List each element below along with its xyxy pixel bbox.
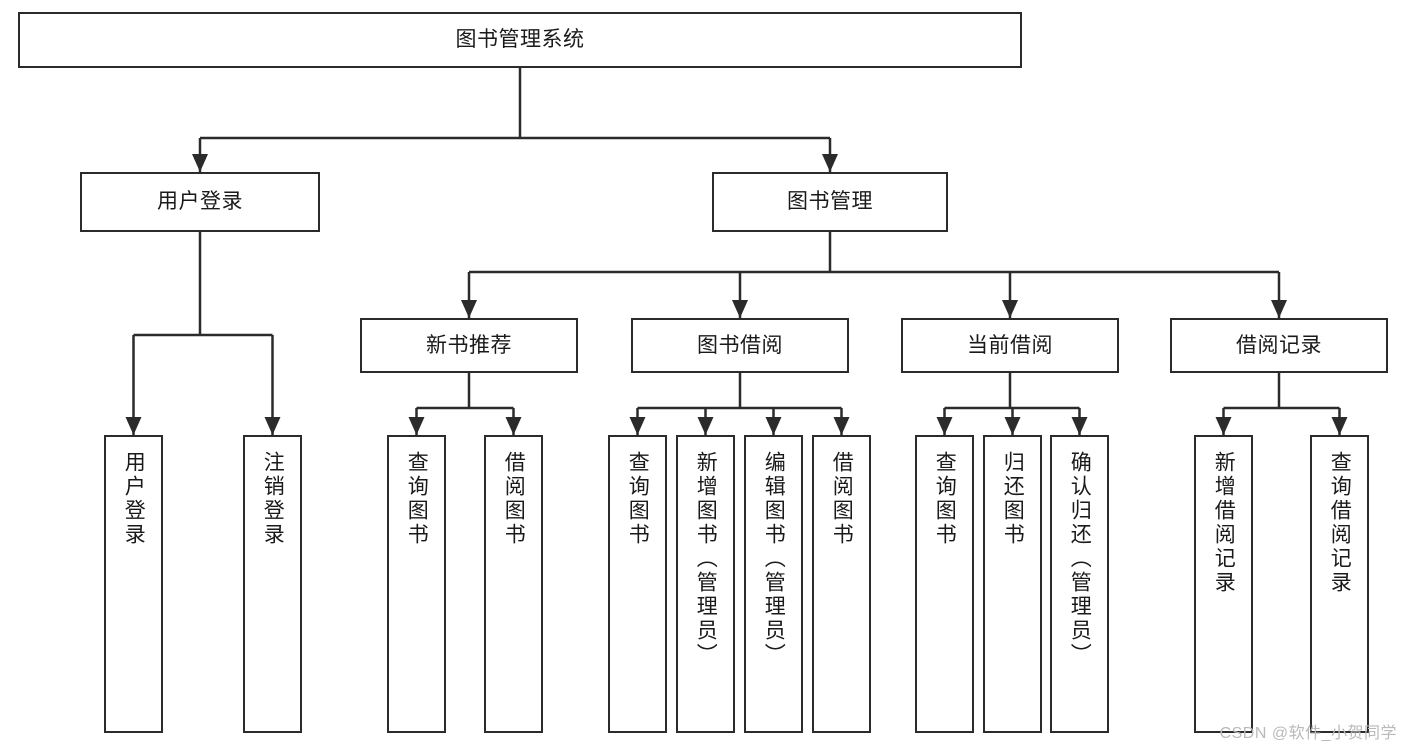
node-leaf-new-2[interactable]: 借阅图书	[484, 435, 543, 733]
node-label: 借阅记录	[1236, 333, 1322, 357]
node-leaf-cur-3[interactable]: 确认归还（管理员）	[1050, 435, 1109, 733]
node-label: 查询图书	[405, 451, 429, 547]
node-leaf-bor-3[interactable]: 编辑图书（管理员）	[744, 435, 803, 733]
node-leaf-bor-2[interactable]: 新增图书（管理员）	[676, 435, 735, 733]
node-label: 借阅图书	[502, 451, 526, 547]
node-label: 查询图书	[626, 451, 650, 547]
arrow-head-icon	[1071, 417, 1088, 435]
node-label: 当前借阅	[967, 333, 1053, 357]
arrow-head-icon	[192, 154, 208, 172]
arrow-head-icon	[1331, 417, 1348, 435]
node-label: 编辑图书（管理员）	[762, 451, 786, 667]
node-leaf-cur-1[interactable]: 查询图书	[915, 435, 974, 733]
arrow-head-icon	[822, 154, 838, 172]
node-bookmgmt[interactable]: 图书管理	[712, 172, 948, 232]
node-label: 新书推荐	[426, 333, 512, 357]
arrow-head-icon	[125, 417, 142, 435]
arrow-head-icon	[408, 417, 425, 435]
arrow-head-icon	[1215, 417, 1232, 435]
arrow-head-icon	[833, 417, 850, 435]
arrow-head-icon	[765, 417, 782, 435]
node-label: 新增借阅记录	[1212, 451, 1236, 595]
arrow-head-icon	[1271, 300, 1287, 318]
node-leaf-bor-1[interactable]: 查询图书	[608, 435, 667, 733]
node-root[interactable]: 图书管理系统	[18, 12, 1022, 68]
node-leaf-rec-2[interactable]: 查询借阅记录	[1310, 435, 1369, 733]
node-login[interactable]: 用户登录	[80, 172, 320, 232]
node-leaf-login-1[interactable]: 用户登录	[104, 435, 163, 733]
node-label: 归还图书	[1001, 451, 1025, 547]
node-label: 用户登录	[122, 451, 146, 547]
node-label: 图书管理	[787, 190, 873, 214]
arrow-head-icon	[732, 300, 748, 318]
arrow-head-icon	[1004, 417, 1021, 435]
arrow-head-icon	[1002, 300, 1018, 318]
node-current[interactable]: 当前借阅	[901, 318, 1119, 373]
node-label: 用户登录	[157, 190, 243, 214]
node-newbook[interactable]: 新书推荐	[360, 318, 578, 373]
arrow-head-icon	[505, 417, 522, 435]
node-label: 确认归还（管理员）	[1068, 451, 1092, 667]
arrow-head-icon	[629, 417, 646, 435]
node-label: 查询借阅记录	[1328, 451, 1352, 595]
node-leaf-new-1[interactable]: 查询图书	[387, 435, 446, 733]
node-label: 查询图书	[933, 451, 957, 547]
node-leaf-rec-1[interactable]: 新增借阅记录	[1194, 435, 1253, 733]
node-label: 图书管理系统	[455, 28, 585, 52]
node-leaf-bor-4[interactable]: 借阅图书	[812, 435, 871, 733]
node-borrow[interactable]: 图书借阅	[631, 318, 849, 373]
node-label: 新增图书（管理员）	[694, 451, 718, 667]
node-leaf-login-2[interactable]: 注销登录	[243, 435, 302, 733]
arrow-head-icon	[697, 417, 714, 435]
node-records[interactable]: 借阅记录	[1170, 318, 1388, 373]
node-label: 借阅图书	[830, 451, 854, 547]
node-label: 图书借阅	[697, 333, 783, 357]
node-label: 注销登录	[261, 451, 285, 547]
arrow-head-icon	[936, 417, 953, 435]
arrow-head-icon	[264, 417, 281, 435]
arrow-head-icon	[461, 300, 477, 318]
node-leaf-cur-2[interactable]: 归还图书	[983, 435, 1042, 733]
